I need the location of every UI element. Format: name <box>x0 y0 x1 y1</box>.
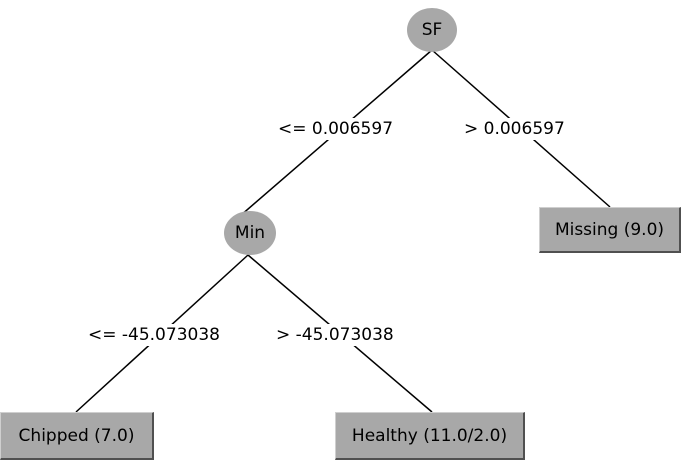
edge-label-min-right: > -45.073038 <box>274 324 396 346</box>
edge-label-sf-right: > 0.006597 <box>462 118 567 140</box>
leaf-missing: Missing (9.0) <box>539 207 681 253</box>
edge-label-min-left: <= -45.073038 <box>86 324 222 346</box>
node-sf: SF <box>407 8 457 52</box>
node-min: Min <box>224 211 276 255</box>
node-sf-label: SF <box>421 20 443 40</box>
leaf-healthy-label: Healthy (11.0/2.0) <box>351 425 508 446</box>
leaf-chipped-label: Chipped (7.0) <box>18 425 135 446</box>
leaf-missing-label: Missing (9.0) <box>554 219 665 240</box>
node-min-label: Min <box>234 223 266 243</box>
edge-label-sf-left: <= 0.006597 <box>276 118 396 140</box>
leaf-healthy: Healthy (11.0/2.0) <box>335 412 525 460</box>
leaf-chipped: Chipped (7.0) <box>0 412 154 460</box>
